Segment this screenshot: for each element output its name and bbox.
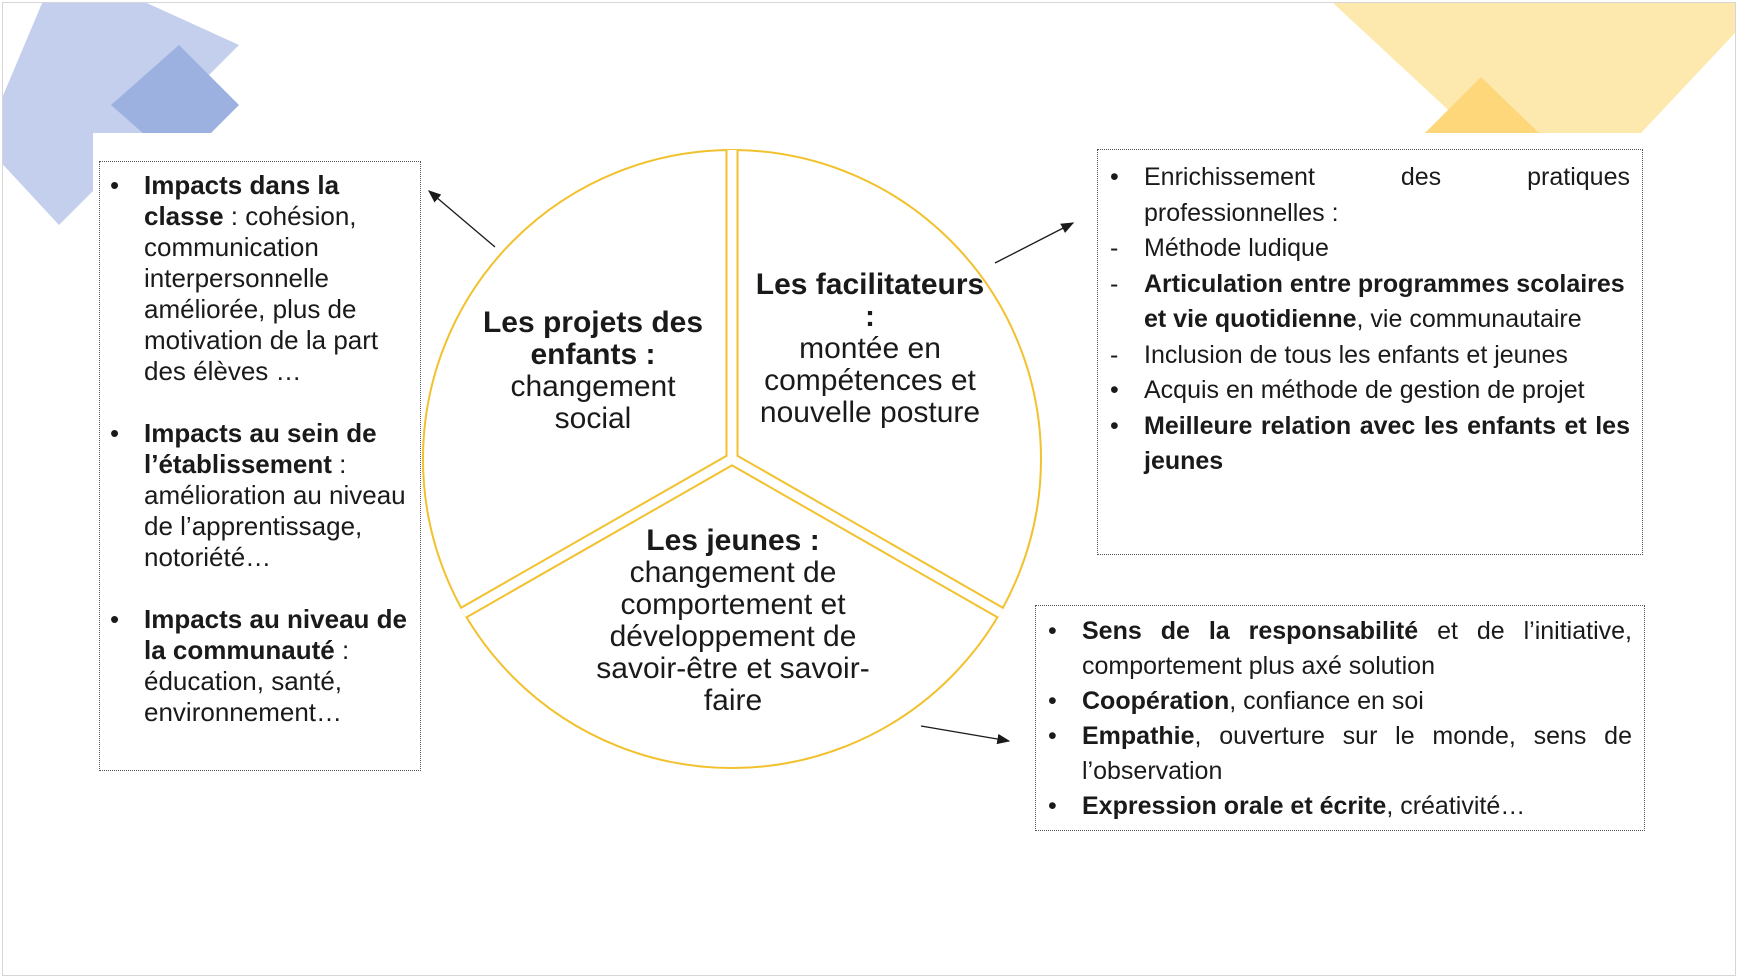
item-text: Acquis en méthode de gestion de projet (1144, 376, 1585, 404)
arrow-to-left-box (428, 190, 496, 248)
item-bold: Sens de la responsabilité (1082, 617, 1419, 645)
item-bold: Meilleure relation avec les enfants et l… (1144, 411, 1630, 476)
jeunes-impacts-box: • Sens de la responsabilité et de l’initi… (1035, 605, 1645, 831)
bullet-marker: • (110, 418, 120, 448)
bullet-marker: • (1048, 617, 1057, 645)
list-item: • Coopération, confiance en soi (1042, 684, 1632, 719)
list-item: • Impacts dans la classe : cohésion, comm… (104, 170, 410, 387)
dash-marker: - (1110, 340, 1119, 369)
item-bold: Articulation entre programmes scolaires … (1144, 269, 1625, 334)
segment-jeunes: Les jeunes : changement de comportement … (593, 525, 873, 717)
bullet-marker: • (1110, 376, 1119, 404)
item-bold: Impacts au sein de l’établissement (144, 418, 377, 479)
list-item: -Méthode ludique (1104, 231, 1630, 267)
list-item: • Empathie, ouverture sur le monde, sens … (1042, 719, 1632, 789)
item-bold: Coopération (1082, 687, 1230, 715)
item-text: Inclusion de tous les enfants et jeunes (1144, 340, 1568, 369)
bullet-marker: • (1048, 722, 1057, 750)
dash-marker: - (1110, 234, 1119, 262)
item-text: Enrichissement des pratiques professionn… (1144, 163, 1630, 227)
item-bold: Impacts au niveau de la communauté (144, 604, 407, 665)
segment-facilitateurs-text: montée en compétences et nouvelle postur… (759, 332, 981, 429)
segment-enfants: Les projets des enfants : changement soc… (473, 307, 713, 435)
left-impacts-list: • Impacts dans la classe : cohésion, comm… (104, 170, 410, 728)
bullet-marker: • (1048, 792, 1057, 820)
list-item: • Impacts au sein de l’établissement : am… (104, 418, 410, 573)
bullet-marker: • (1110, 411, 1119, 440)
list-item: -Inclusion de tous les enfants et jeunes (1104, 338, 1630, 374)
list-item: • Impacts au niveau de la communauté : éd… (104, 604, 410, 728)
item-text: , créativité… (1386, 792, 1526, 820)
dash-marker: - (1110, 269, 1119, 298)
item-text: Méthode ludique (1144, 234, 1329, 262)
item-bold: Impacts dans la classe (144, 170, 340, 231)
segment-jeunes-title: Les jeunes : (646, 524, 820, 557)
segment-facilitateurs-title: Les facilitateurs : (755, 268, 985, 333)
jeunes-impacts-list: • Sens de la responsabilité et de l’initi… (1042, 614, 1632, 824)
item-text: : cohésion, communication interpersonnel… (144, 201, 379, 386)
list-item: • Expression orale et écrite, créativité… (1042, 789, 1632, 824)
item-bold: Expression orale et écrite (1082, 792, 1387, 820)
item-text: , confiance en soi (1229, 687, 1424, 715)
list-item: • Acquis en méthode de gestion de projet (1104, 373, 1630, 409)
facilitateurs-impacts-box: • Enrichissement des pratiques profession… (1097, 149, 1643, 555)
list-item: • Sens de la responsabilité et de l’initi… (1042, 614, 1632, 684)
list-item: -Articulation entre programmes scolaires… (1104, 267, 1630, 338)
item-text: et de l’initiative, comportement plus ax… (1082, 617, 1632, 680)
yellow-triangle-topright (1333, 3, 1735, 133)
item-text: : amélioration au niveau de l’apprentiss… (144, 449, 406, 572)
list-item: • Enrichissement des pratiques profession… (1104, 160, 1630, 231)
bullet-marker: • (110, 604, 120, 634)
arrow-to-bottom-right-box (920, 725, 1011, 745)
segment-jeunes-text: changement de comportement et développem… (596, 556, 870, 717)
facilitateurs-impacts-list: • Enrichissement des pratiques profession… (1104, 160, 1630, 480)
left-impacts-box: • Impacts dans la classe : cohésion, comm… (99, 161, 421, 771)
segment-enfants-text: changement social (510, 370, 676, 435)
bullet-marker: • (1048, 687, 1057, 715)
circle-dividers (459, 150, 1005, 619)
item-text: , vie communautaire (1356, 305, 1582, 333)
item-text: : éducation, santé, environnement… (144, 635, 350, 727)
arrow-to-top-right-box (994, 222, 1075, 264)
bullet-marker: • (1110, 163, 1119, 191)
segment-facilitateurs: Les facilitateurs : montée en compétence… (755, 269, 985, 429)
bullet-marker: • (110, 170, 120, 200)
item-text: , ouverture sur le monde, sens de l’obse… (1082, 722, 1632, 785)
segment-enfants-title: Les projets des enfants : (482, 306, 704, 371)
list-item: • Meilleure relation avec les enfants et … (1104, 409, 1630, 480)
item-bold: Empathie (1082, 722, 1195, 750)
yellow-diamond-topright (1425, 77, 1539, 133)
